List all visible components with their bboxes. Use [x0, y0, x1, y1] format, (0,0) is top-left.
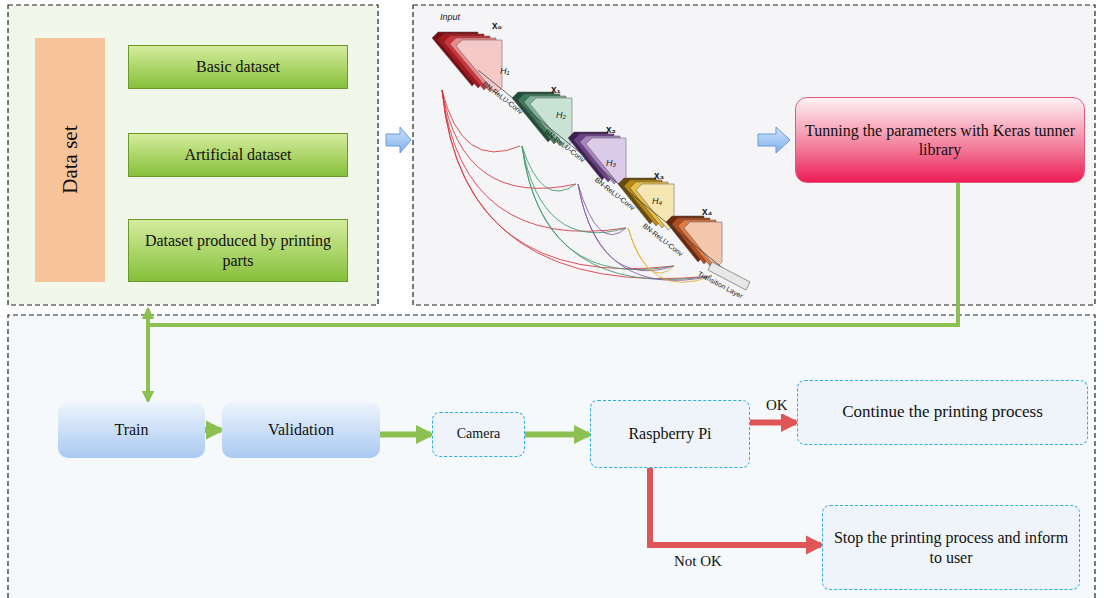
process-box: Train [58, 402, 205, 458]
layer-label: BN-ReLU-Conv [594, 176, 637, 211]
node-text: Continue the printing process [842, 402, 1043, 422]
flow-arrow [750, 420, 796, 426]
dataset-box: Basic dataset [128, 45, 348, 89]
node-text: Data set [57, 126, 82, 194]
dataset-box: Artificial dataset [128, 133, 348, 177]
flow-arrow [148, 183, 958, 401]
feedback-branch [146, 309, 150, 327]
block-arrow [758, 127, 790, 153]
layer-label: x₃ [654, 170, 664, 181]
layer-label: x₀ [492, 20, 502, 31]
process-box: Tunning the parameters with Keras tunner… [795, 97, 1085, 183]
outcome-box: Stop the printing process and inform to … [822, 505, 1080, 590]
model-panel [413, 5, 1095, 305]
flow-arrow [380, 432, 431, 438]
layer-label: H₁ [500, 66, 509, 76]
dataset-box: Dataset produced by printing parts [128, 219, 348, 282]
node-text: Dataset produced by printing parts [137, 231, 339, 269]
outcome-box: Continue the printing process [797, 380, 1088, 445]
node-text: Artificial dataset [184, 145, 291, 164]
layer-label: Input [440, 12, 460, 22]
flow-arrow [205, 427, 221, 433]
densenet-illustration [432, 32, 750, 290]
node-text: Train [114, 420, 148, 439]
dataset-panel [8, 5, 378, 305]
layer-label: H₄ [652, 196, 662, 206]
layer-label: BN-ReLU-Conv [482, 80, 525, 115]
node-text: Camera [457, 426, 501, 443]
flow-arrow [525, 432, 589, 438]
node-text: Stop the printing process and inform to … [831, 528, 1071, 566]
block-arrow [386, 127, 411, 153]
edge-label: Not OK [672, 553, 724, 570]
node-text: Validation [268, 420, 334, 439]
deployment-panel [8, 315, 1095, 598]
flow-arrow [650, 468, 821, 545]
device-box: Camera [432, 412, 525, 457]
layer-label: x₄ [702, 206, 712, 217]
node-text: Basic dataset [196, 57, 280, 76]
layer-label: H₂ [556, 110, 566, 120]
layer-label: x₁ [551, 84, 561, 95]
layer-label: H₃ [606, 158, 616, 168]
process-box: Validation [222, 402, 380, 458]
category-band: Data set [35, 38, 105, 282]
layer-label: BN-ReLU-Conv [642, 222, 685, 257]
edge-label: OK [764, 397, 790, 414]
layer-label: x₂ [606, 124, 616, 135]
node-text: Tunning the parameters with Keras tunner… [804, 121, 1076, 159]
device-box: Raspberry Pi [590, 400, 750, 468]
node-text: Raspberry Pi [628, 424, 711, 443]
layer-label: BN-ReLU-Conv [544, 128, 587, 163]
layer-label: Transition Layer [697, 270, 744, 300]
